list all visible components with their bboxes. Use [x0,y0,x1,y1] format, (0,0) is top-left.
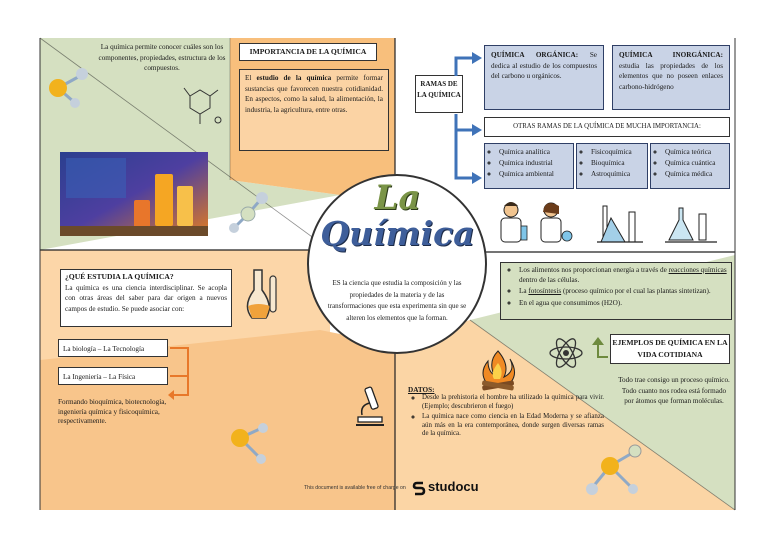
chemical-structure-icon [183,87,222,124]
datos-item: Desde la prehistoria el hombre ha utiliz… [422,394,604,411]
rama-item: Bioquímica [591,158,647,169]
intro-text: La química permite conocer cuáles son lo… [98,43,226,73]
scientist-icon [500,202,528,243]
campfire-icon [482,350,515,391]
lab-icons [500,202,717,243]
que-estudia-box: ¿QUÉ ESTUDIA LA QUÍMICA? La química es u… [60,269,232,327]
scientist-icon-2 [540,202,573,243]
que-estudia-title: ¿QUÉ ESTUDIA LA QUÍMICA? [65,272,174,281]
link-biologia: La biología – La Tecnología [58,339,168,357]
importancia-text: El estudio de la química permite formar … [239,69,389,151]
center-definition: ES la ciencia que estudia la composición… [327,279,467,322]
ejemplos-arrow [592,337,608,358]
ejemplo-item: En el agua que consumimos (H2O). [519,299,731,309]
otras-ramas-title: OTRAS RAMAS DE LA QUÍMICA DE MUCHA IMPOR… [484,117,730,137]
molecule-icon-2 [229,192,268,233]
ejemplos-text: Todo trae consigo un proceso químico. To… [618,376,730,406]
datos-item: La química nace como ciencia en la Edad … [422,413,604,439]
laboratory-photo [60,152,208,236]
ejemplos-title: EJEMPLOS DE QUÍMICA EN LA VIDA COTIDIANA [610,334,730,364]
flasks-icon [665,207,717,243]
ejemplo-item: Los alimentos nos proporcionan energía a… [519,266,731,285]
molecule-icon [49,68,88,108]
rama-item: Química cuántica [665,158,729,169]
ejemplo-item: La fotosíntesis (proceso químico por el … [519,287,731,297]
footer-notice: This document is available free of charg… [304,485,406,491]
que-estudia-text: La química es una ciencia interdisciplin… [65,283,227,313]
lab-equipment-icon [597,205,643,243]
molecule-icon-4 [586,444,642,495]
rama-item: Química industrial [499,158,573,169]
ramas-label: RAMAS DE LA QUÍMICA [415,75,463,113]
studocu-logo-icon [412,481,426,496]
title-quimica: Química [320,214,475,253]
flask-icon [246,269,277,319]
rama-item: Química teórica [665,147,729,158]
molecule-icon-3 [231,423,268,464]
datos-section: DATOS: Desde la prehistoria el hombre ha… [408,386,604,439]
atom-icon [549,338,583,368]
ejemplos-list-box: Los alimentos nos proporcionan energía a… [500,262,732,320]
inorganica-box: QUÍMICA INORGÁNICA: estudia las propieda… [612,45,730,110]
studocu-brand[interactable]: studocu [428,479,479,494]
ramas-col-2: Fisicoquímica Bioquímica Astroquímica [576,143,648,189]
ramas-arrows [454,52,482,184]
rama-item: Astroquímica [591,169,647,180]
title-la: La [374,178,421,218]
importancia-bold: estudio de la química [256,74,332,82]
importancia-title: IMPORTANCIA DE LA QUÍMICA [239,43,377,61]
rama-item: Química médica [665,169,729,180]
datos-title: DATOS: [408,386,435,394]
microscope-icon [356,386,384,426]
organica-box: QUÍMICA ORGÁNICA: Se dedica al estudio d… [484,45,604,110]
ramas-col-1: Química analítica Química industrial Quí… [484,143,574,189]
rama-item: Química ambiental [499,169,573,180]
que-estudia-result: Formando bioquímica, biotecnología, inge… [58,398,167,425]
link-ingenieria: La Ingeniería – La Física [58,367,168,385]
ramas-col-3: Química teórica Química cuántica Química… [650,143,730,189]
rama-item: Química analítica [499,147,573,158]
center-circle [307,174,487,354]
rama-item: Fisicoquímica [591,147,647,158]
link-arrows [168,347,189,400]
